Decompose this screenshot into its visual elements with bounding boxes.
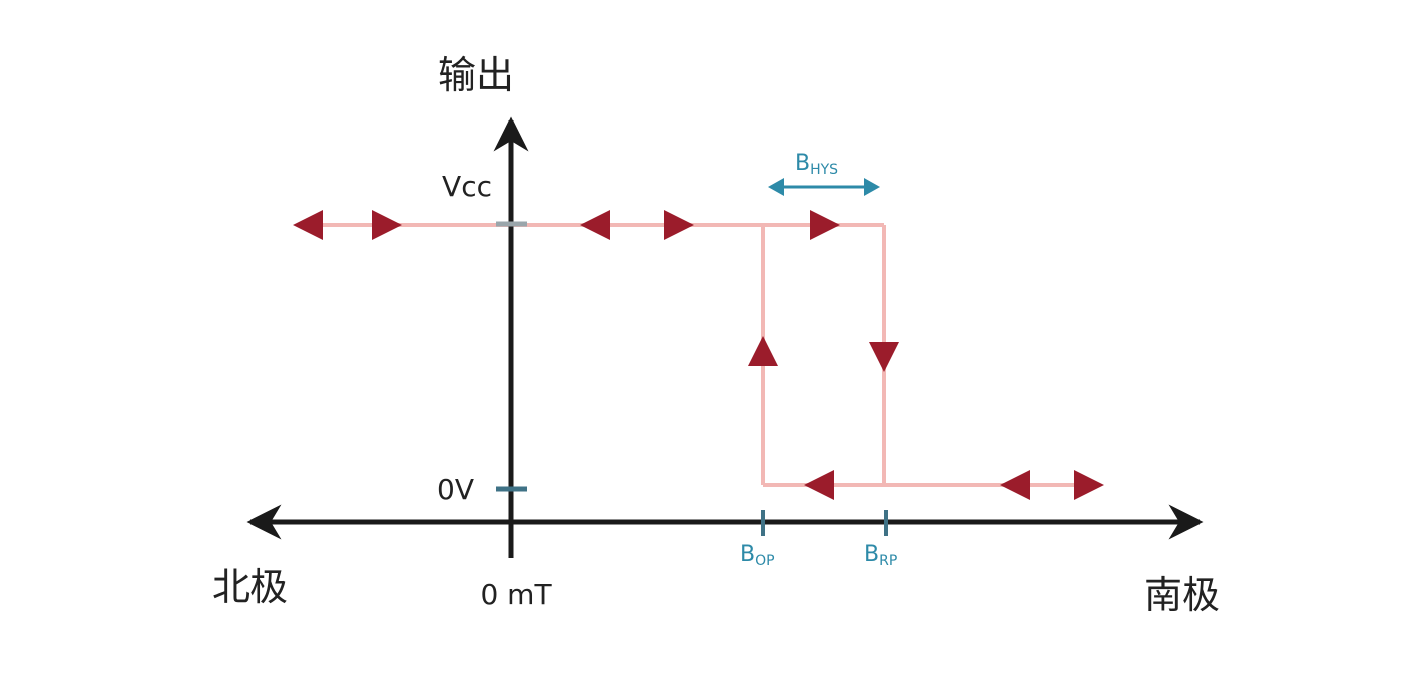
arrow-right-icon: [864, 178, 880, 196]
arrow-right-icon: [372, 210, 402, 240]
arrow-left-icon: [293, 210, 323, 240]
origin-label: 0 mT: [480, 578, 552, 611]
b-op-label: BOP: [740, 542, 775, 569]
arrow-up-icon: [748, 336, 778, 366]
hysteresis-curve: [300, 223, 1100, 487]
b-rp-label: BRP: [864, 542, 897, 569]
arrow-right-icon: [664, 210, 694, 240]
vcc-label: Vcc: [442, 170, 492, 203]
direction-arrows: [293, 210, 1104, 500]
b-hys-arrow: [768, 178, 880, 196]
arrow-left-icon: [1000, 470, 1030, 500]
north-pole-label: 北极: [212, 565, 288, 609]
zero-volt-label: 0V: [437, 473, 474, 506]
south-pole-label: 南极: [1144, 573, 1220, 617]
arrow-down-icon: [869, 342, 899, 372]
arrow-left-icon: [768, 178, 784, 196]
y-axis-title: 输出: [438, 53, 514, 97]
arrow-right-icon: [810, 210, 840, 240]
arrow-left-icon: [804, 470, 834, 500]
b-hys-label: BHYS: [795, 151, 838, 178]
arrow-right-icon: [1074, 470, 1104, 500]
arrow-left-icon: [580, 210, 610, 240]
